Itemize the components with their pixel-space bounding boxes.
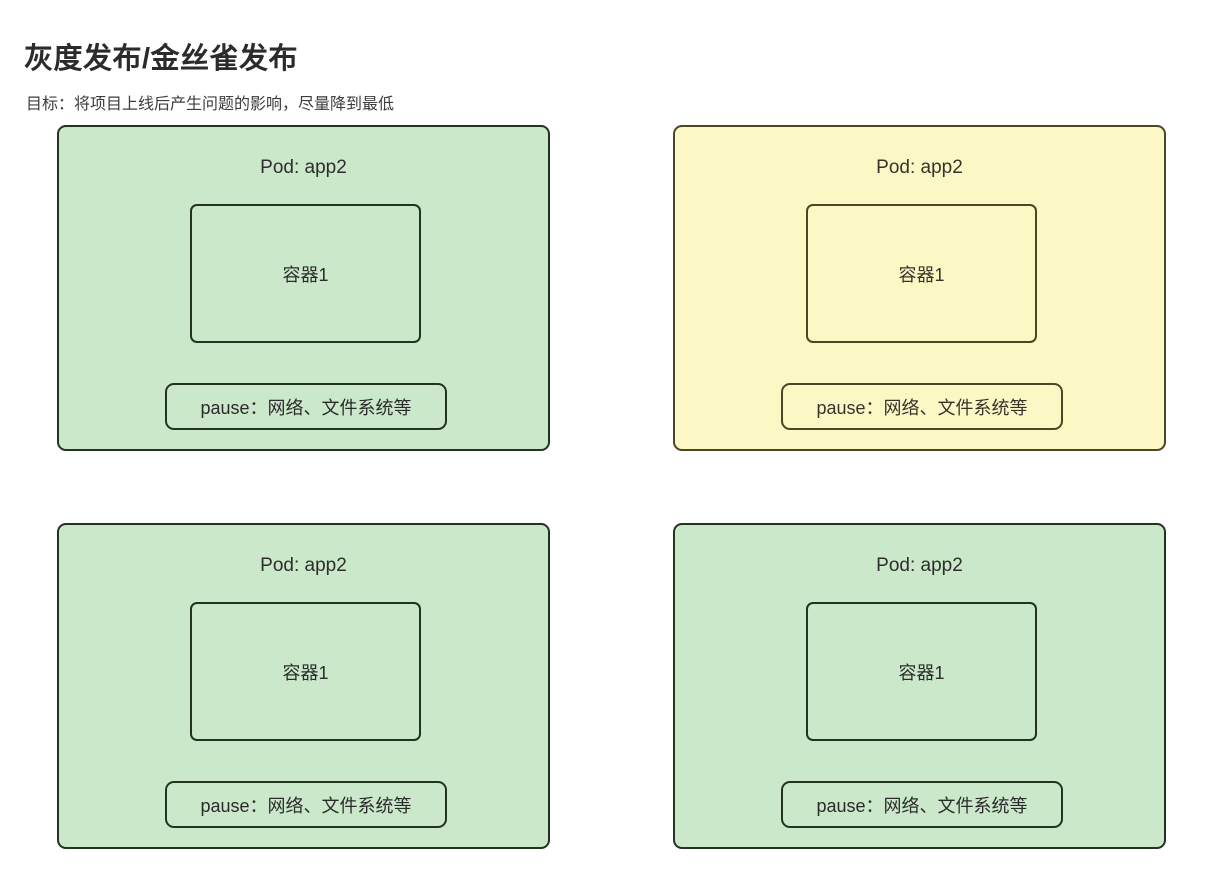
pause-box: pause：网络、文件系统等 (781, 383, 1063, 430)
pause-label: pause：网络、文件系统等 (200, 795, 412, 816)
container-box: 容器1 (190, 204, 421, 343)
pod-title: Pod: app2 (876, 157, 963, 178)
pause-label: pause：网络、文件系统等 (200, 397, 412, 418)
pause-box: pause：网络、文件系统等 (781, 781, 1063, 828)
container-label: 容器1 (282, 662, 329, 683)
container-label: 容器1 (898, 662, 945, 683)
pod-title: Pod: app2 (876, 555, 963, 576)
page-title: 灰度发布/金丝雀发布 (24, 43, 299, 76)
container-label: 容器1 (898, 264, 945, 285)
page-subtitle: 目标：将项目上线后产生问题的影响，尽量降到最低 (26, 96, 395, 113)
pause-label: pause：网络、文件系统等 (816, 795, 1028, 816)
container-box: 容器1 (190, 602, 421, 741)
pod-card-bottom-left: Pod: app2 容器1 pause：网络、文件系统等 (57, 523, 550, 849)
pause-label: pause：网络、文件系统等 (816, 397, 1028, 418)
pod-card-top-right: Pod: app2 容器1 pause：网络、文件系统等 (673, 125, 1166, 451)
pod-title: Pod: app2 (260, 157, 347, 178)
container-label: 容器1 (282, 264, 329, 285)
pause-box: pause：网络、文件系统等 (165, 781, 447, 828)
pod-title: Pod: app2 (260, 555, 347, 576)
pod-card-top-left: Pod: app2 容器1 pause：网络、文件系统等 (57, 125, 550, 451)
container-box: 容器1 (806, 204, 1037, 343)
container-box: 容器1 (806, 602, 1037, 741)
pause-box: pause：网络、文件系统等 (165, 383, 447, 430)
pod-card-bottom-right: Pod: app2 容器1 pause：网络、文件系统等 (673, 523, 1166, 849)
